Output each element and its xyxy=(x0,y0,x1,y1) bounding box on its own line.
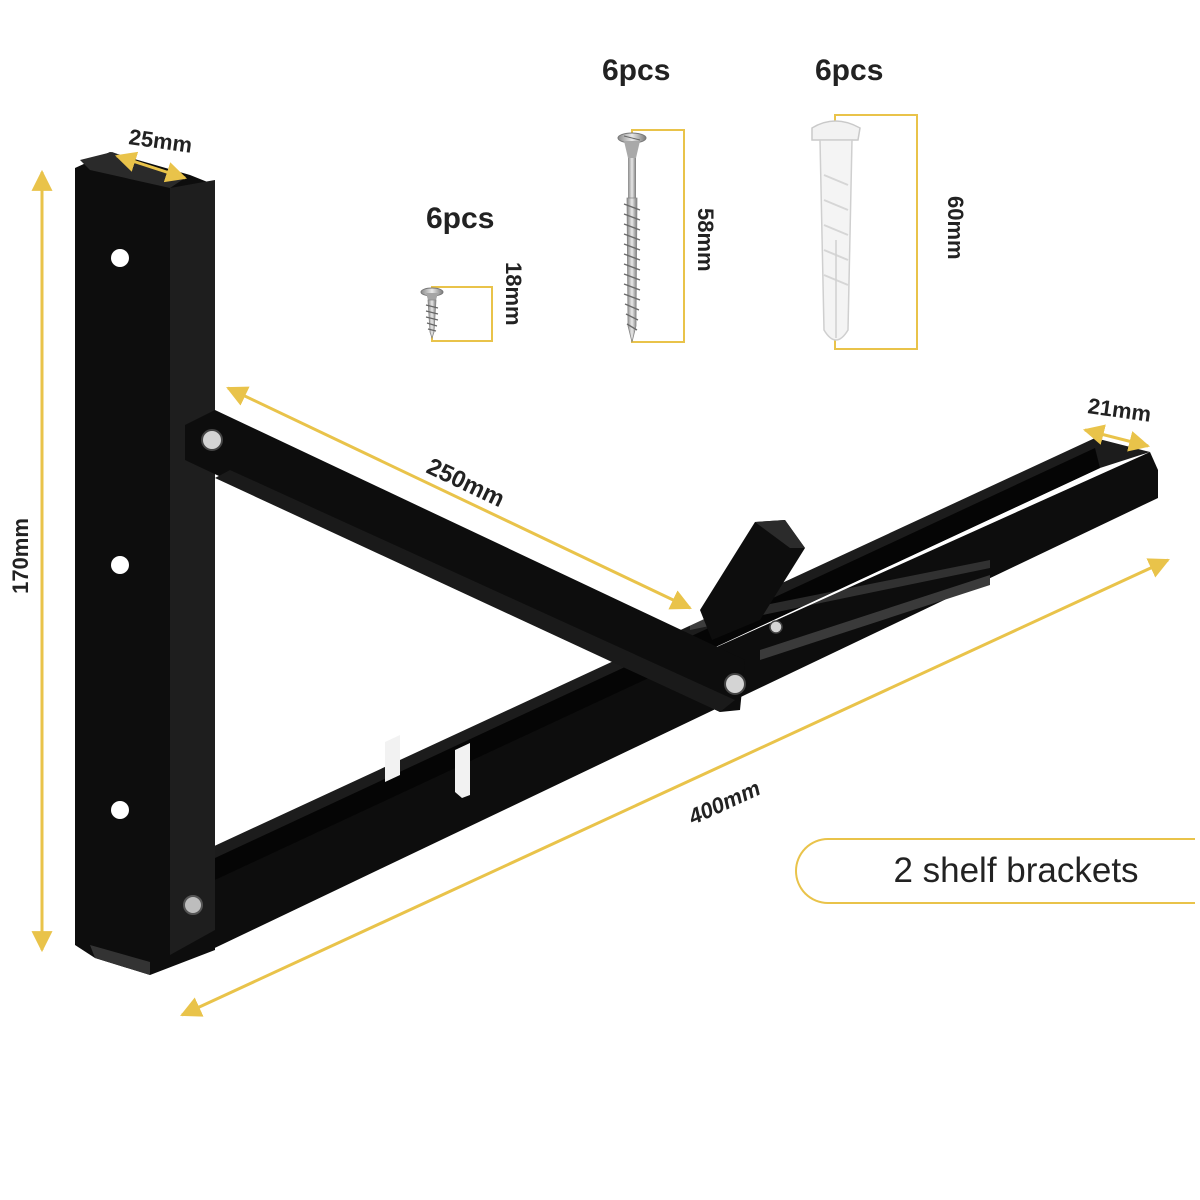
long-screw-icon xyxy=(617,132,647,343)
wall-anchor-icon xyxy=(811,120,861,341)
dim-height-label: 170mm xyxy=(8,518,33,594)
dim-upright-width-line xyxy=(115,151,187,183)
bracket-upright xyxy=(75,152,215,975)
long-screw-count: 6pcs xyxy=(602,54,670,87)
dim-upright-width-label: 25mm xyxy=(127,124,193,158)
dim-brace-label: 250mm xyxy=(422,453,508,513)
small-screw-count: 6pcs xyxy=(426,202,494,235)
mounting-hole xyxy=(111,249,129,267)
rivet xyxy=(183,895,203,915)
dim-arm-label: 400mm xyxy=(684,775,764,830)
wall-anchor-group: 6pcs 60mm xyxy=(811,54,968,350)
dim-arm-line xyxy=(180,558,1170,1017)
rivet xyxy=(769,620,783,634)
bracket-brace xyxy=(185,410,746,712)
small-screw-size: 18mm xyxy=(501,262,526,326)
mounting-hole xyxy=(111,556,129,574)
wall-anchor-size: 60mm xyxy=(943,196,968,260)
long-screw-size: 58mm xyxy=(693,208,718,272)
small-screw-size-box xyxy=(431,286,493,342)
small-screw-icon xyxy=(420,287,444,340)
mounting-hole xyxy=(111,801,129,819)
caption-badge: 2 shelf brackets xyxy=(795,838,1195,904)
small-screw-group: 6pcs 18mm xyxy=(420,202,526,342)
rivet xyxy=(724,673,746,695)
dim-arm-width-label: 21mm xyxy=(1086,393,1152,427)
long-screw-size-box xyxy=(631,129,685,343)
caption-text: 2 shelf brackets xyxy=(893,851,1139,890)
wall-anchor-count: 6pcs xyxy=(815,54,883,87)
long-screw-group: 6pcs 58mm xyxy=(602,54,718,343)
dim-arm-width-line xyxy=(1082,424,1151,452)
rivet xyxy=(201,429,223,451)
